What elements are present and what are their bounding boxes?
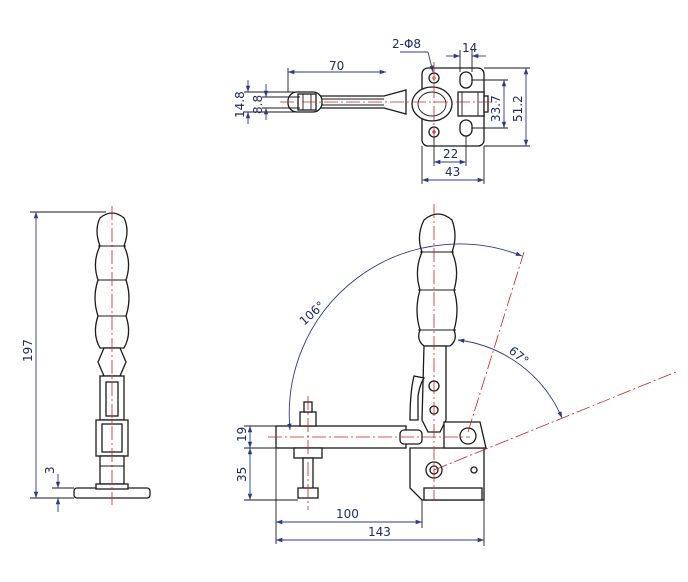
- mount-slot-icon: [459, 119, 473, 137]
- angle-106: 106°: [297, 298, 328, 328]
- dim-33-7: 33.7: [489, 95, 503, 122]
- dim-43: 43: [445, 165, 460, 179]
- side-view: 197 3: [21, 206, 151, 512]
- hole-spec-label: 2-Φ8: [392, 37, 421, 51]
- dim-51-2: 51.2: [511, 95, 525, 122]
- dim-14: 14: [462, 41, 477, 55]
- front-handle-grip: [416, 213, 458, 347]
- dim-19: 19: [235, 427, 249, 442]
- angle-67: 67°: [506, 344, 531, 368]
- front-view: 106° 67° 19 35 100 143: [235, 204, 677, 546]
- dim-14-8: 14.8: [233, 91, 247, 118]
- dim-22: 22: [443, 147, 458, 161]
- dim-8-8: 8.8: [251, 95, 265, 114]
- dim-100: 100: [336, 507, 359, 521]
- top-view: 70 14.8 8.8 2-Φ8 14 33.7 51.2: [233, 37, 530, 184]
- dim-35: 35: [235, 467, 249, 482]
- dim-3: 3: [43, 466, 57, 474]
- dim-197: 197: [21, 339, 35, 362]
- dim-143: 143: [368, 525, 391, 539]
- mount-slot-icon: [459, 71, 473, 89]
- dim-70: 70: [329, 59, 344, 73]
